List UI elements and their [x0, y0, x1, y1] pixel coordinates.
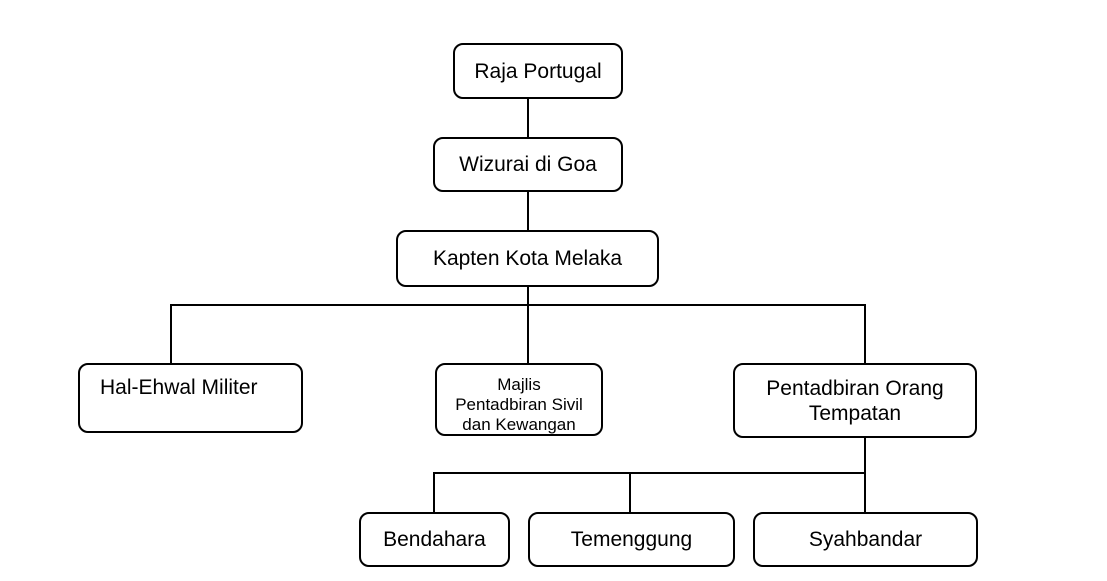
connector-raja-to-wizurai [527, 99, 529, 137]
node-majlis-pentadbiran-sivil-dan-kewangan: Majlis Pentadbiran Sivil dan Kewangan [435, 363, 603, 436]
node-hal-ehwal-militer: Hal-Ehwal Militer [78, 363, 303, 433]
node-kapten-kota-melaka-label: Kapten Kota Melaka [432, 247, 623, 270]
node-kapten-kota-melaka: Kapten Kota Melaka [396, 230, 659, 287]
node-pentadbiran-label-line2: Tempatan [808, 401, 902, 425]
node-majlis-label-line1: Majlis [497, 375, 541, 394]
node-temenggung: Temenggung [528, 512, 735, 567]
node-syahbandar-label: Syahbandar [808, 528, 923, 551]
connector-kapten-to-majlis [527, 287, 529, 363]
connector-drop-to-pentadbiran [864, 304, 866, 363]
connector-drop-to-temenggung [629, 472, 631, 512]
node-bendahara: Bendahara [359, 512, 510, 567]
node-pentadbiran-label-line1: Pentadbiran Orang [766, 376, 944, 400]
node-bendahara-label: Bendahara [383, 528, 486, 551]
connector-wizurai-to-kapten [527, 192, 529, 230]
node-wizurai-di-goa: Wizurai di Goa [433, 137, 623, 192]
connector-level4-horizontal [433, 472, 866, 474]
node-syahbandar: Syahbandar [753, 512, 978, 567]
connector-drop-to-bendahara [433, 472, 435, 512]
connector-level3-horizontal [170, 304, 866, 306]
node-pentadbiran-orang-tempatan: Pentadbiran Orang Tempatan [733, 363, 977, 438]
connector-drop-to-hal-ehwal [170, 304, 172, 363]
node-majlis-label-line3: dan Kewangan [462, 415, 576, 434]
node-raja-portugal: Raja Portugal [453, 43, 623, 99]
node-majlis-label-line2: Pentadbiran Sivil [455, 395, 583, 414]
node-raja-portugal-label: Raja Portugal [474, 59, 602, 83]
node-hal-ehwal-militer-label: Hal-Ehwal Militer [100, 376, 258, 399]
node-wizurai-di-goa-label: Wizurai di Goa [459, 153, 597, 176]
connector-pentadbiran-to-syahbandar [864, 438, 866, 512]
node-temenggung-label: Temenggung [570, 528, 693, 551]
